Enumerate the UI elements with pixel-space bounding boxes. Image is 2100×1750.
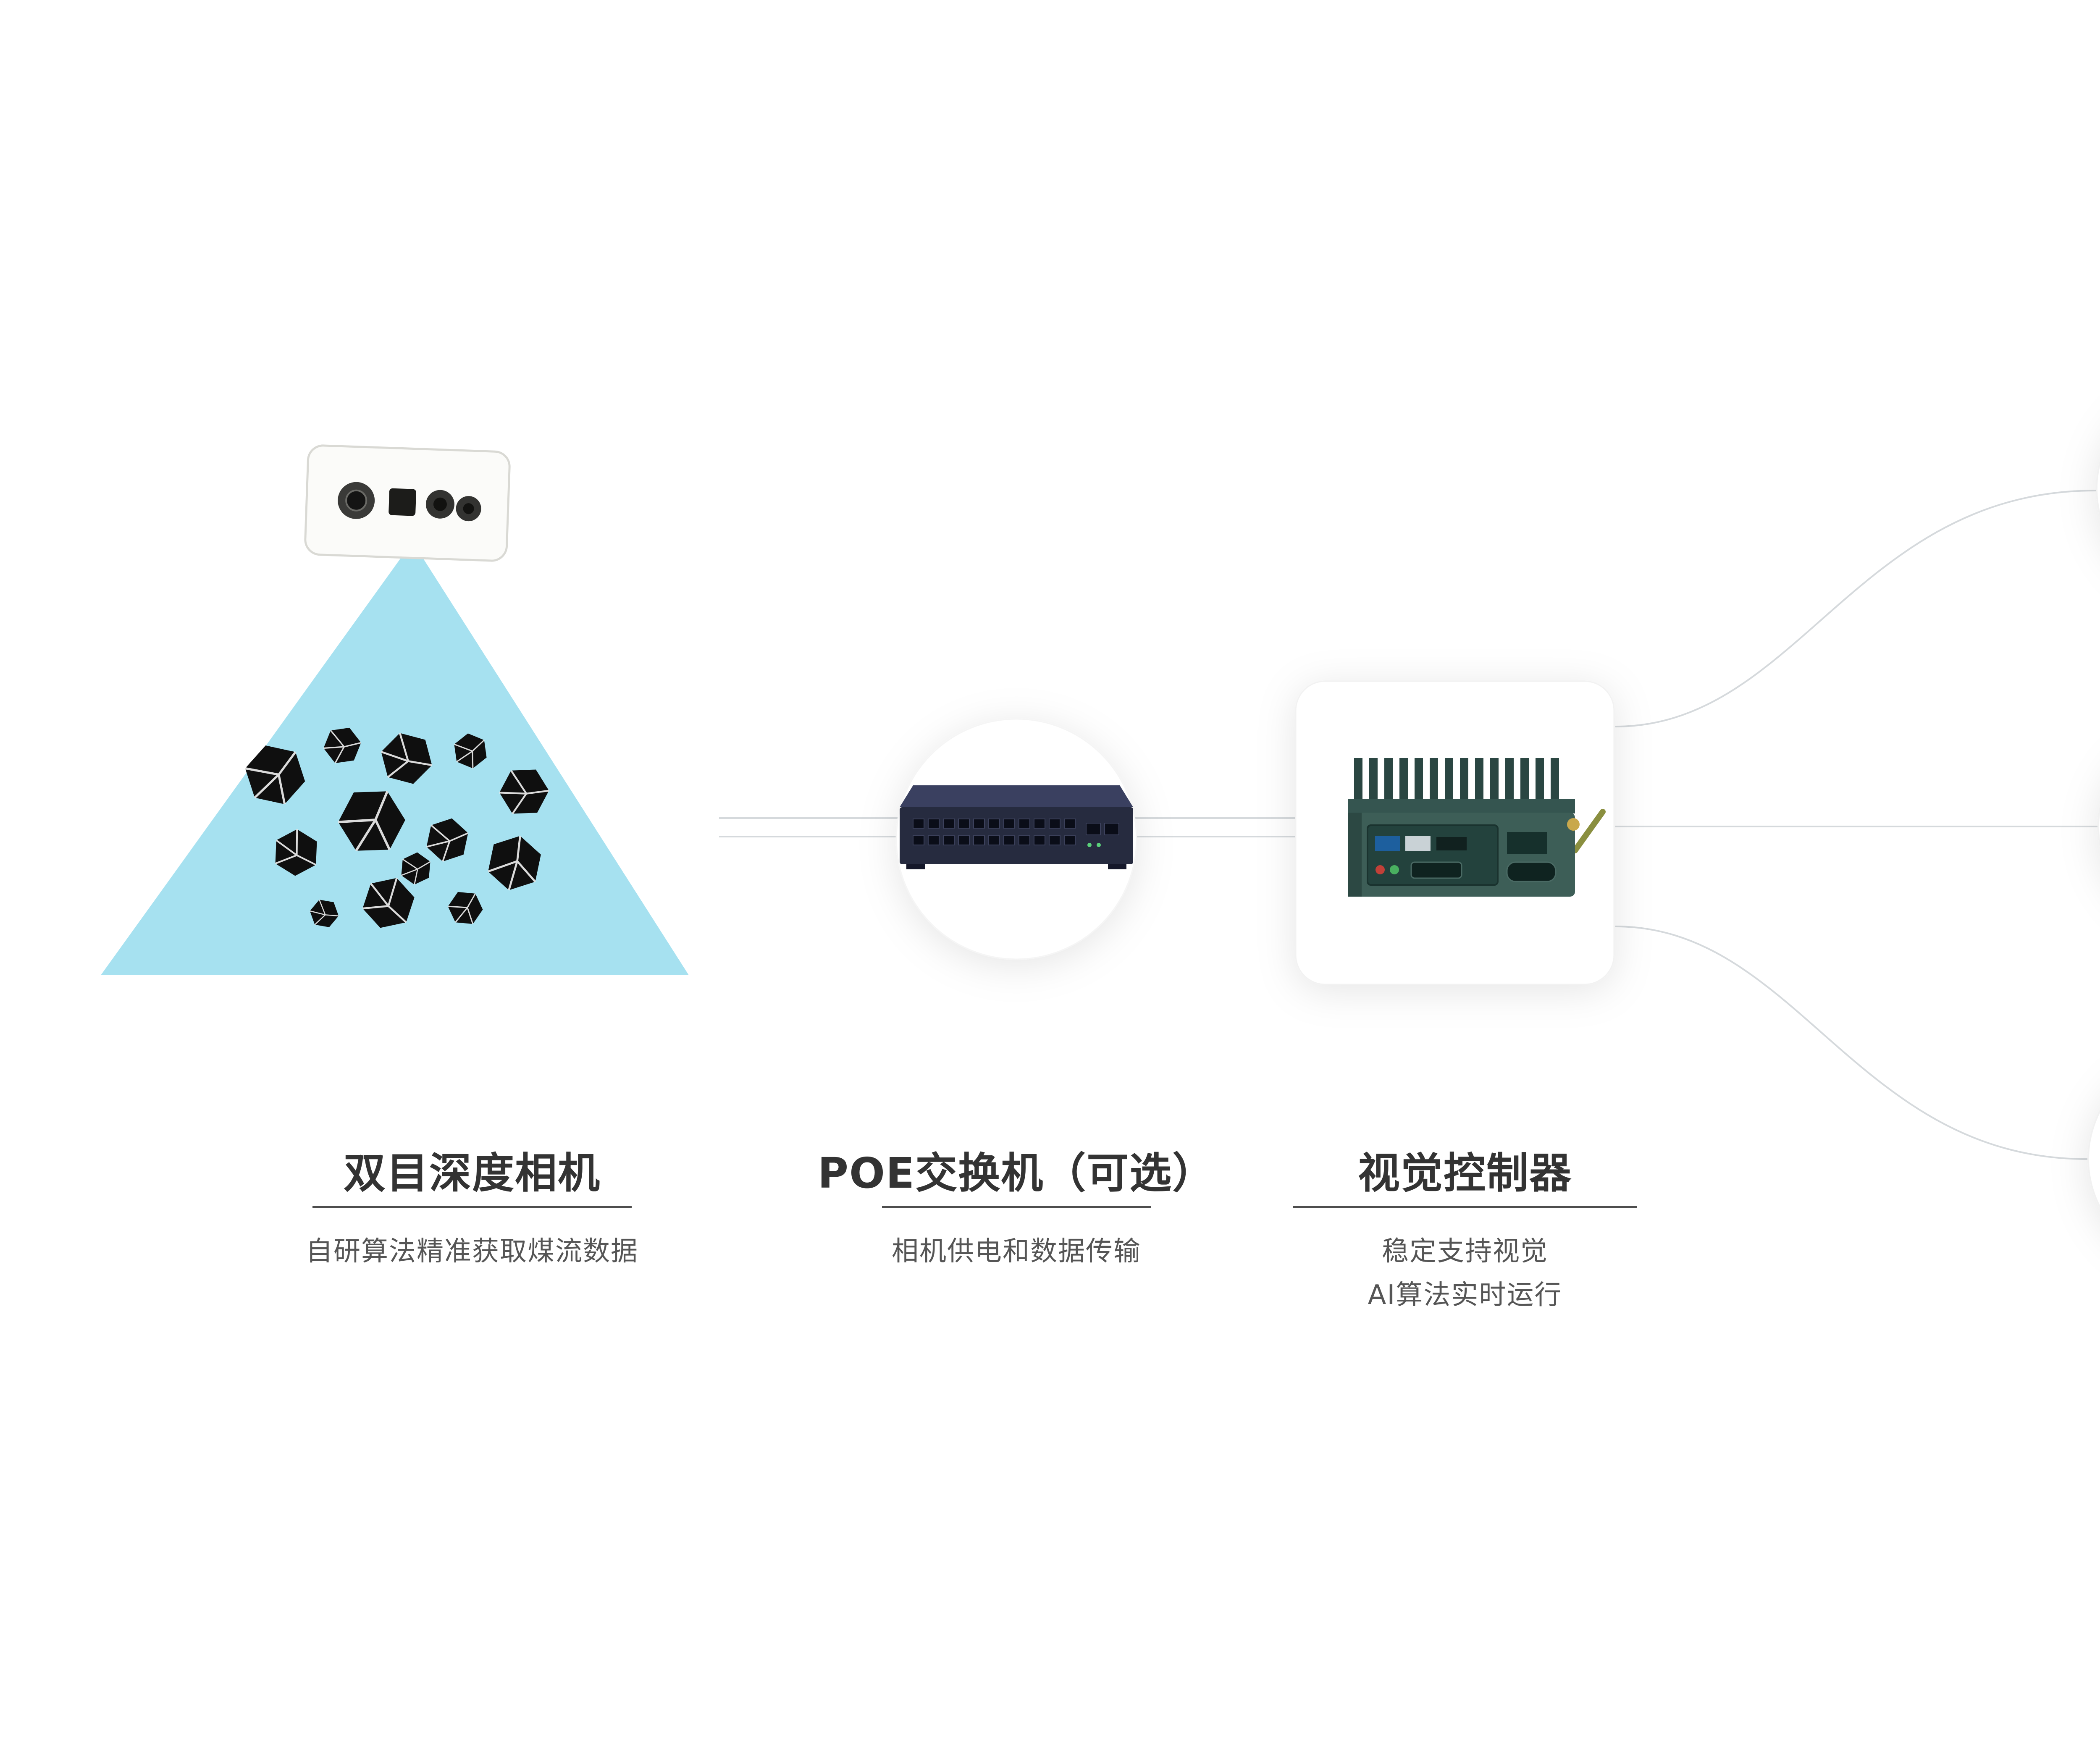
controller-title: 视觉控制器 <box>1358 1149 1572 1198</box>
switch-title: POE交换机（可选） <box>817 1149 1215 1198</box>
poe-switch-illustration <box>900 785 1133 869</box>
endpoint-plc-business-server <box>2097 804 2100 849</box>
controller-title-divider <box>1293 1206 1637 1208</box>
controller-subtitle-line2: AI算法实时运行 <box>1368 1280 1562 1311</box>
controller-subtitle-line1: 稳定支持视觉 <box>1382 1236 1548 1267</box>
endpoint-information-system <box>2087 1109 2100 1209</box>
camera-title-divider <box>312 1206 632 1208</box>
switch-title-divider <box>882 1206 1151 1208</box>
camera-subtitle: 自研算法精准获取煤流数据 <box>306 1236 638 1267</box>
camera-title: 双目深度相机 <box>344 1149 601 1198</box>
switch-subtitle: 相机供电和数据传输 <box>892 1236 1141 1267</box>
vision-controller-illustration <box>1348 758 1606 897</box>
endpoint-flow-monitor-platform <box>2096 459 2100 518</box>
stereo-camera-illustration <box>304 444 511 562</box>
connection-curves <box>1615 490 2097 1160</box>
